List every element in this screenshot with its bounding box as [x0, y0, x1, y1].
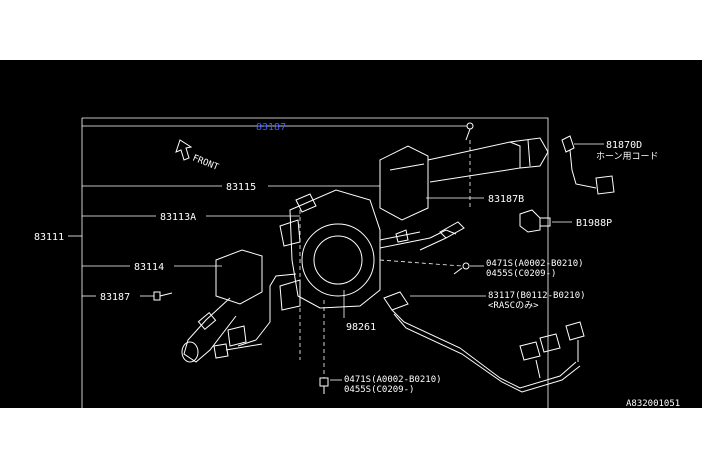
- figure-id: A832001051: [626, 399, 680, 408]
- assembly-bracket-top: [82, 117, 549, 408]
- part-83117[interactable]: 83117(B0112-B0210): [488, 291, 586, 301]
- screw-left-icon: [153, 291, 173, 301]
- switch-body: [279, 189, 457, 311]
- part-83115[interactable]: 83115: [226, 182, 256, 193]
- part-83113a[interactable]: 83113A: [160, 212, 196, 223]
- horn-cable: [561, 135, 615, 195]
- part-bolt-bottom-a[interactable]: 0471S(A0002-B0210): [344, 375, 442, 385]
- part-bolt-right-b[interactable]: 0455S(C0209-): [486, 269, 556, 279]
- part-bolt-bottom-b[interactable]: 0455S(C0209-): [344, 385, 414, 395]
- part-83187-left[interactable]: 83187: [100, 292, 130, 303]
- connector-right: [419, 221, 465, 251]
- part-81870d[interactable]: 81870D: [606, 140, 642, 151]
- clip-b1988p-icon: [519, 209, 551, 233]
- bolt-right-icon: [453, 262, 470, 275]
- front-label: FRONT: [191, 154, 220, 174]
- exploded-view-svg: FRONT 83187 83115 83113A 83111 83114: [34, 117, 680, 408]
- wiper-lever: [181, 249, 297, 363]
- combo-switch-lever: [379, 137, 549, 221]
- part-98261[interactable]: 98261: [346, 322, 376, 333]
- front-arrow-icon: [175, 139, 193, 161]
- part-83117-note: <RASCのみ>: [488, 300, 539, 311]
- part-83187-top[interactable]: 83187: [256, 122, 286, 133]
- part-83114[interactable]: 83114: [134, 262, 164, 273]
- part-bolt-right-a[interactable]: 0471S(A0002-B0210): [486, 259, 584, 269]
- part-b1988p[interactable]: B1988P: [576, 218, 612, 229]
- parts-diagram-panel: FRONT 83187 83115 83113A 83111 83114: [0, 60, 702, 408]
- screw-top-icon: [465, 122, 474, 141]
- part-83187b[interactable]: 83187B: [488, 194, 524, 205]
- harness-83117: [383, 291, 585, 393]
- alignment-line-d: [379, 259, 463, 267]
- bolt-bottom-icon: [319, 377, 329, 394]
- part-81870d-note: ホーン用コード: [596, 151, 659, 162]
- part-83111[interactable]: 83111: [34, 232, 64, 243]
